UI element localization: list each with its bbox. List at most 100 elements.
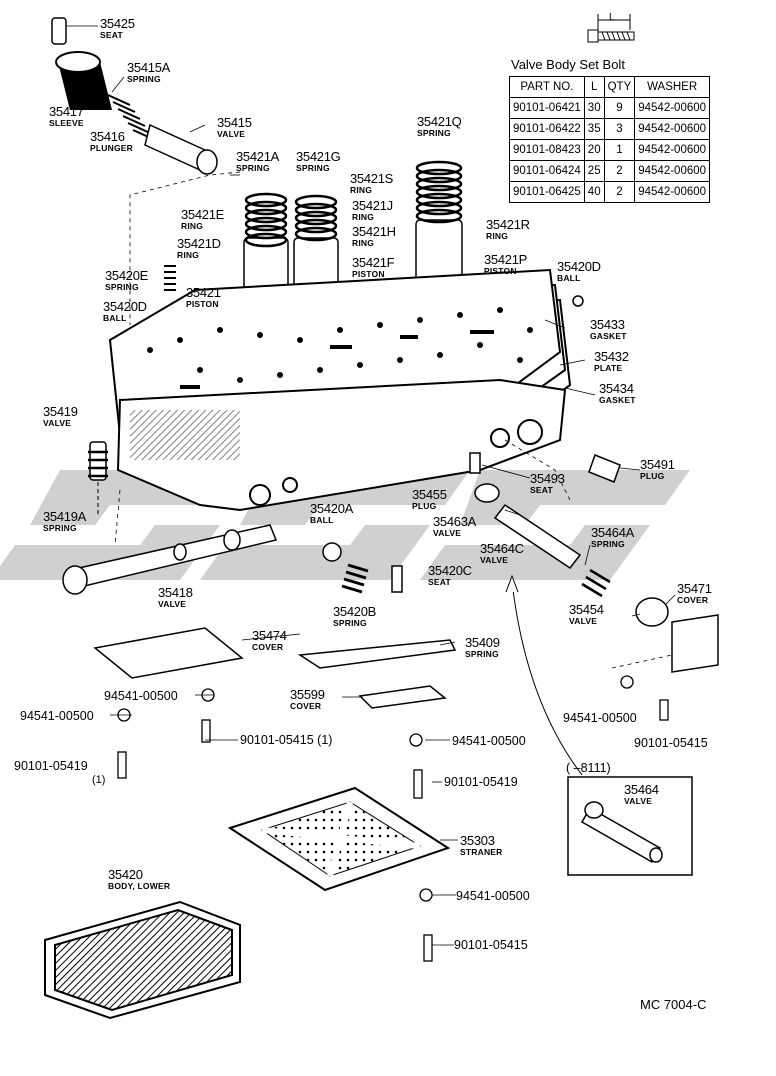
valve-assembly-right <box>469 452 719 673</box>
bolt-callout-2-qty: (1) <box>92 774 106 786</box>
cell: 30 <box>583 97 605 119</box>
cell: 94542-00600 <box>634 97 711 119</box>
bolt-callout-2: 90101-05419 <box>14 759 88 773</box>
col-qty: QTY <box>603 76 636 98</box>
cell: 25 <box>583 160 605 182</box>
ball-35420D-right <box>572 295 584 307</box>
cell: 40 <box>583 181 605 203</box>
table-row: 90101-06425 40 2 94542-00600 <box>509 181 711 203</box>
bolt-table: PART NO. L QTY WASHER 90101-06421 30 9 9… <box>509 76 711 203</box>
bolt-table-title: Valve Body Set Bolt <box>511 57 625 72</box>
table-header-row: PART NO. L QTY WASHER <box>509 76 711 98</box>
bolt-callout-3: 90101-05419 <box>444 775 518 789</box>
col-part-no: PART NO. <box>509 76 585 98</box>
cell: 94542-00600 <box>634 139 711 161</box>
cell: 90101-06424 <box>509 160 585 182</box>
cell: 90101-06422 <box>509 118 585 140</box>
table-row: 90101-06424 25 2 94542-00600 <box>509 160 711 182</box>
dimension-label: L <box>609 12 615 23</box>
spring-35415A <box>107 94 156 141</box>
fasteners <box>117 675 669 962</box>
cell: 20 <box>583 139 605 161</box>
washer-callout-1: 94541-00500 <box>104 689 178 703</box>
cell: 9 <box>603 97 636 119</box>
strainer-35303 <box>227 786 451 892</box>
spring-35420E <box>164 265 176 291</box>
table-row: 90101-06421 30 9 94542-00600 <box>509 97 711 119</box>
valve-35418 <box>62 524 278 595</box>
lower-body-35420 <box>44 900 241 1020</box>
valve-35415 <box>144 123 218 175</box>
table-row: 90101-06422 35 3 94542-00600 <box>509 118 711 140</box>
body-shading <box>130 410 240 460</box>
washer-callout-5: 94541-00500 <box>456 889 530 903</box>
cell: 35 <box>583 118 605 140</box>
spring-35420B <box>341 563 369 594</box>
bolt-callout-5: 90101-05415 <box>454 938 528 952</box>
inset-box <box>567 776 693 876</box>
washer-callout-3: 94541-00500 <box>452 734 526 748</box>
washer-callout-2: 94541-00500 <box>20 709 94 723</box>
cell: 1 <box>603 139 636 161</box>
valve-35464 <box>580 801 663 864</box>
arrow-to-inset <box>505 574 583 776</box>
reference-code: MC 7004-C <box>640 997 707 1012</box>
bolt-callout-1: 90101-05415 (1) <box>240 733 333 747</box>
cell: 94542-00600 <box>634 181 711 203</box>
leader-lines <box>66 25 676 946</box>
sleeve-35417 <box>55 51 112 110</box>
cell: 3 <box>603 118 636 140</box>
cell: 90101-06425 <box>509 181 585 203</box>
table-row: 90101-08423 20 1 94542-00600 <box>509 139 711 161</box>
cell: 2 <box>603 181 636 203</box>
seat-35425 <box>51 17 67 45</box>
cell: 2 <box>603 160 636 182</box>
inset-range-label: ( –8111) <box>566 761 611 775</box>
washer-callout-4: 94541-00500 <box>563 711 637 725</box>
bolt-dimension-icon <box>587 14 635 43</box>
dashed-guides <box>114 171 673 669</box>
cell: 90101-08423 <box>509 139 585 161</box>
piston-springs <box>244 160 463 248</box>
